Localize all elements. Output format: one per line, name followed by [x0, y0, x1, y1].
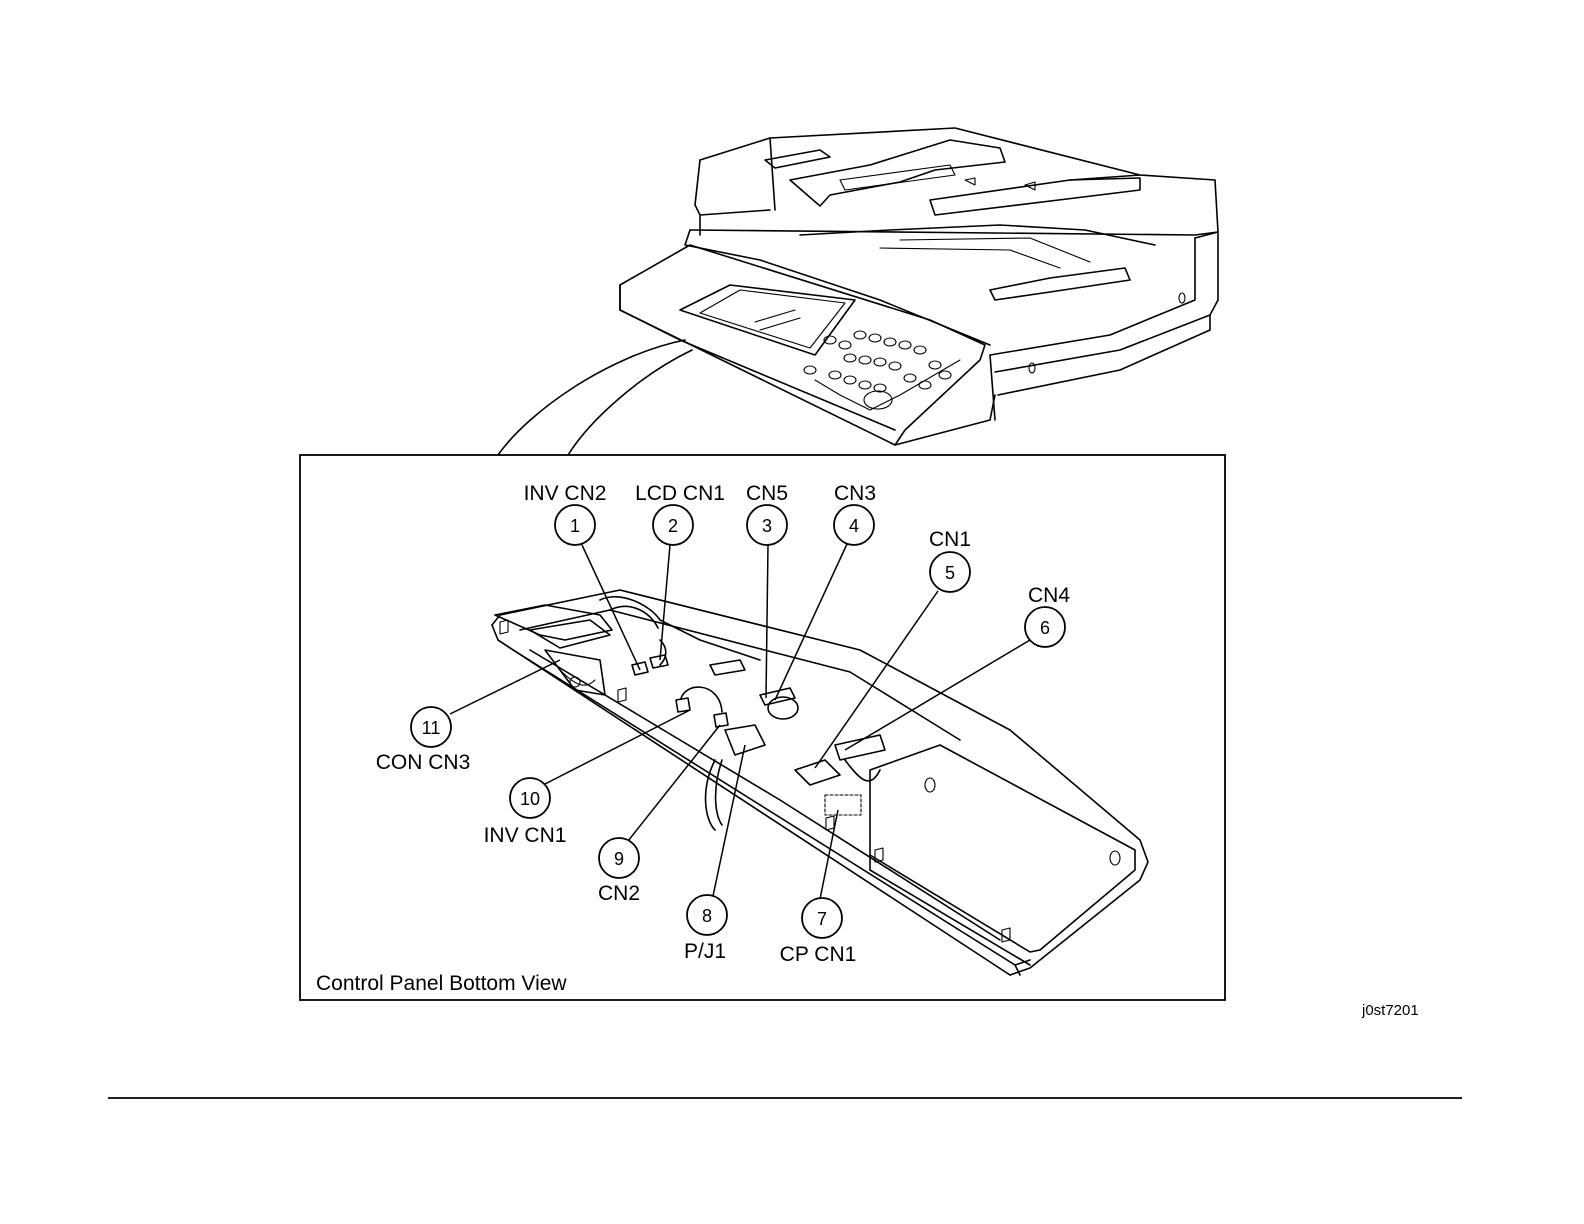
machine-illustration — [498, 128, 1218, 455]
callout-number: 1 — [570, 516, 580, 536]
callout-number: 10 — [520, 789, 540, 809]
connector-callout-9: 9 CN2 — [598, 838, 640, 905]
connector-callout-10: 10 INV CN1 — [484, 778, 567, 847]
callout-number: 3 — [762, 516, 772, 536]
connector-label: INV CN1 — [484, 824, 567, 847]
connector-callout-8: 8 P/J1 — [684, 895, 727, 963]
connector-callout-11: 11 CON CN3 — [376, 707, 471, 774]
callout-number: 9 — [614, 849, 624, 869]
callout-number: 11 — [422, 718, 441, 738]
connector-label: CN3 — [834, 482, 876, 505]
callout-number: 4 — [849, 516, 859, 536]
connector-label: INV CN2 — [524, 482, 607, 505]
connector-label: LCD CN1 — [635, 482, 725, 505]
connector-callout-5: 5 CN1 — [929, 528, 971, 592]
connector-label: CN1 — [929, 528, 971, 551]
connector-callout-3: 3 CN5 — [746, 482, 788, 545]
callout-number: 6 — [1040, 618, 1050, 638]
figure-id: j0st7201 — [1361, 1002, 1419, 1019]
connector-label: CN4 — [1028, 584, 1070, 607]
view-caption: Control Panel Bottom View — [316, 972, 567, 995]
callout-number: 5 — [945, 563, 955, 583]
connector-label: CP CN1 — [780, 943, 857, 966]
callout-number: 7 — [817, 909, 827, 929]
connector-label: CON CN3 — [376, 751, 471, 774]
callout-number: 8 — [702, 906, 712, 926]
connector-label: CN2 — [598, 882, 640, 905]
callout-number: 2 — [668, 516, 678, 536]
connector-label: CN5 — [746, 482, 788, 505]
connector-callout-2: 2 LCD CN1 — [635, 482, 725, 545]
connector-callout-6: 6 CN4 — [1025, 584, 1070, 647]
connector-callout-4: 4 CN3 — [834, 482, 876, 545]
connector-callout-1: 1 INV CN2 — [524, 482, 607, 545]
connector-label: P/J1 — [684, 940, 726, 963]
connector-callout-7: 7 CP CN1 — [780, 898, 857, 966]
